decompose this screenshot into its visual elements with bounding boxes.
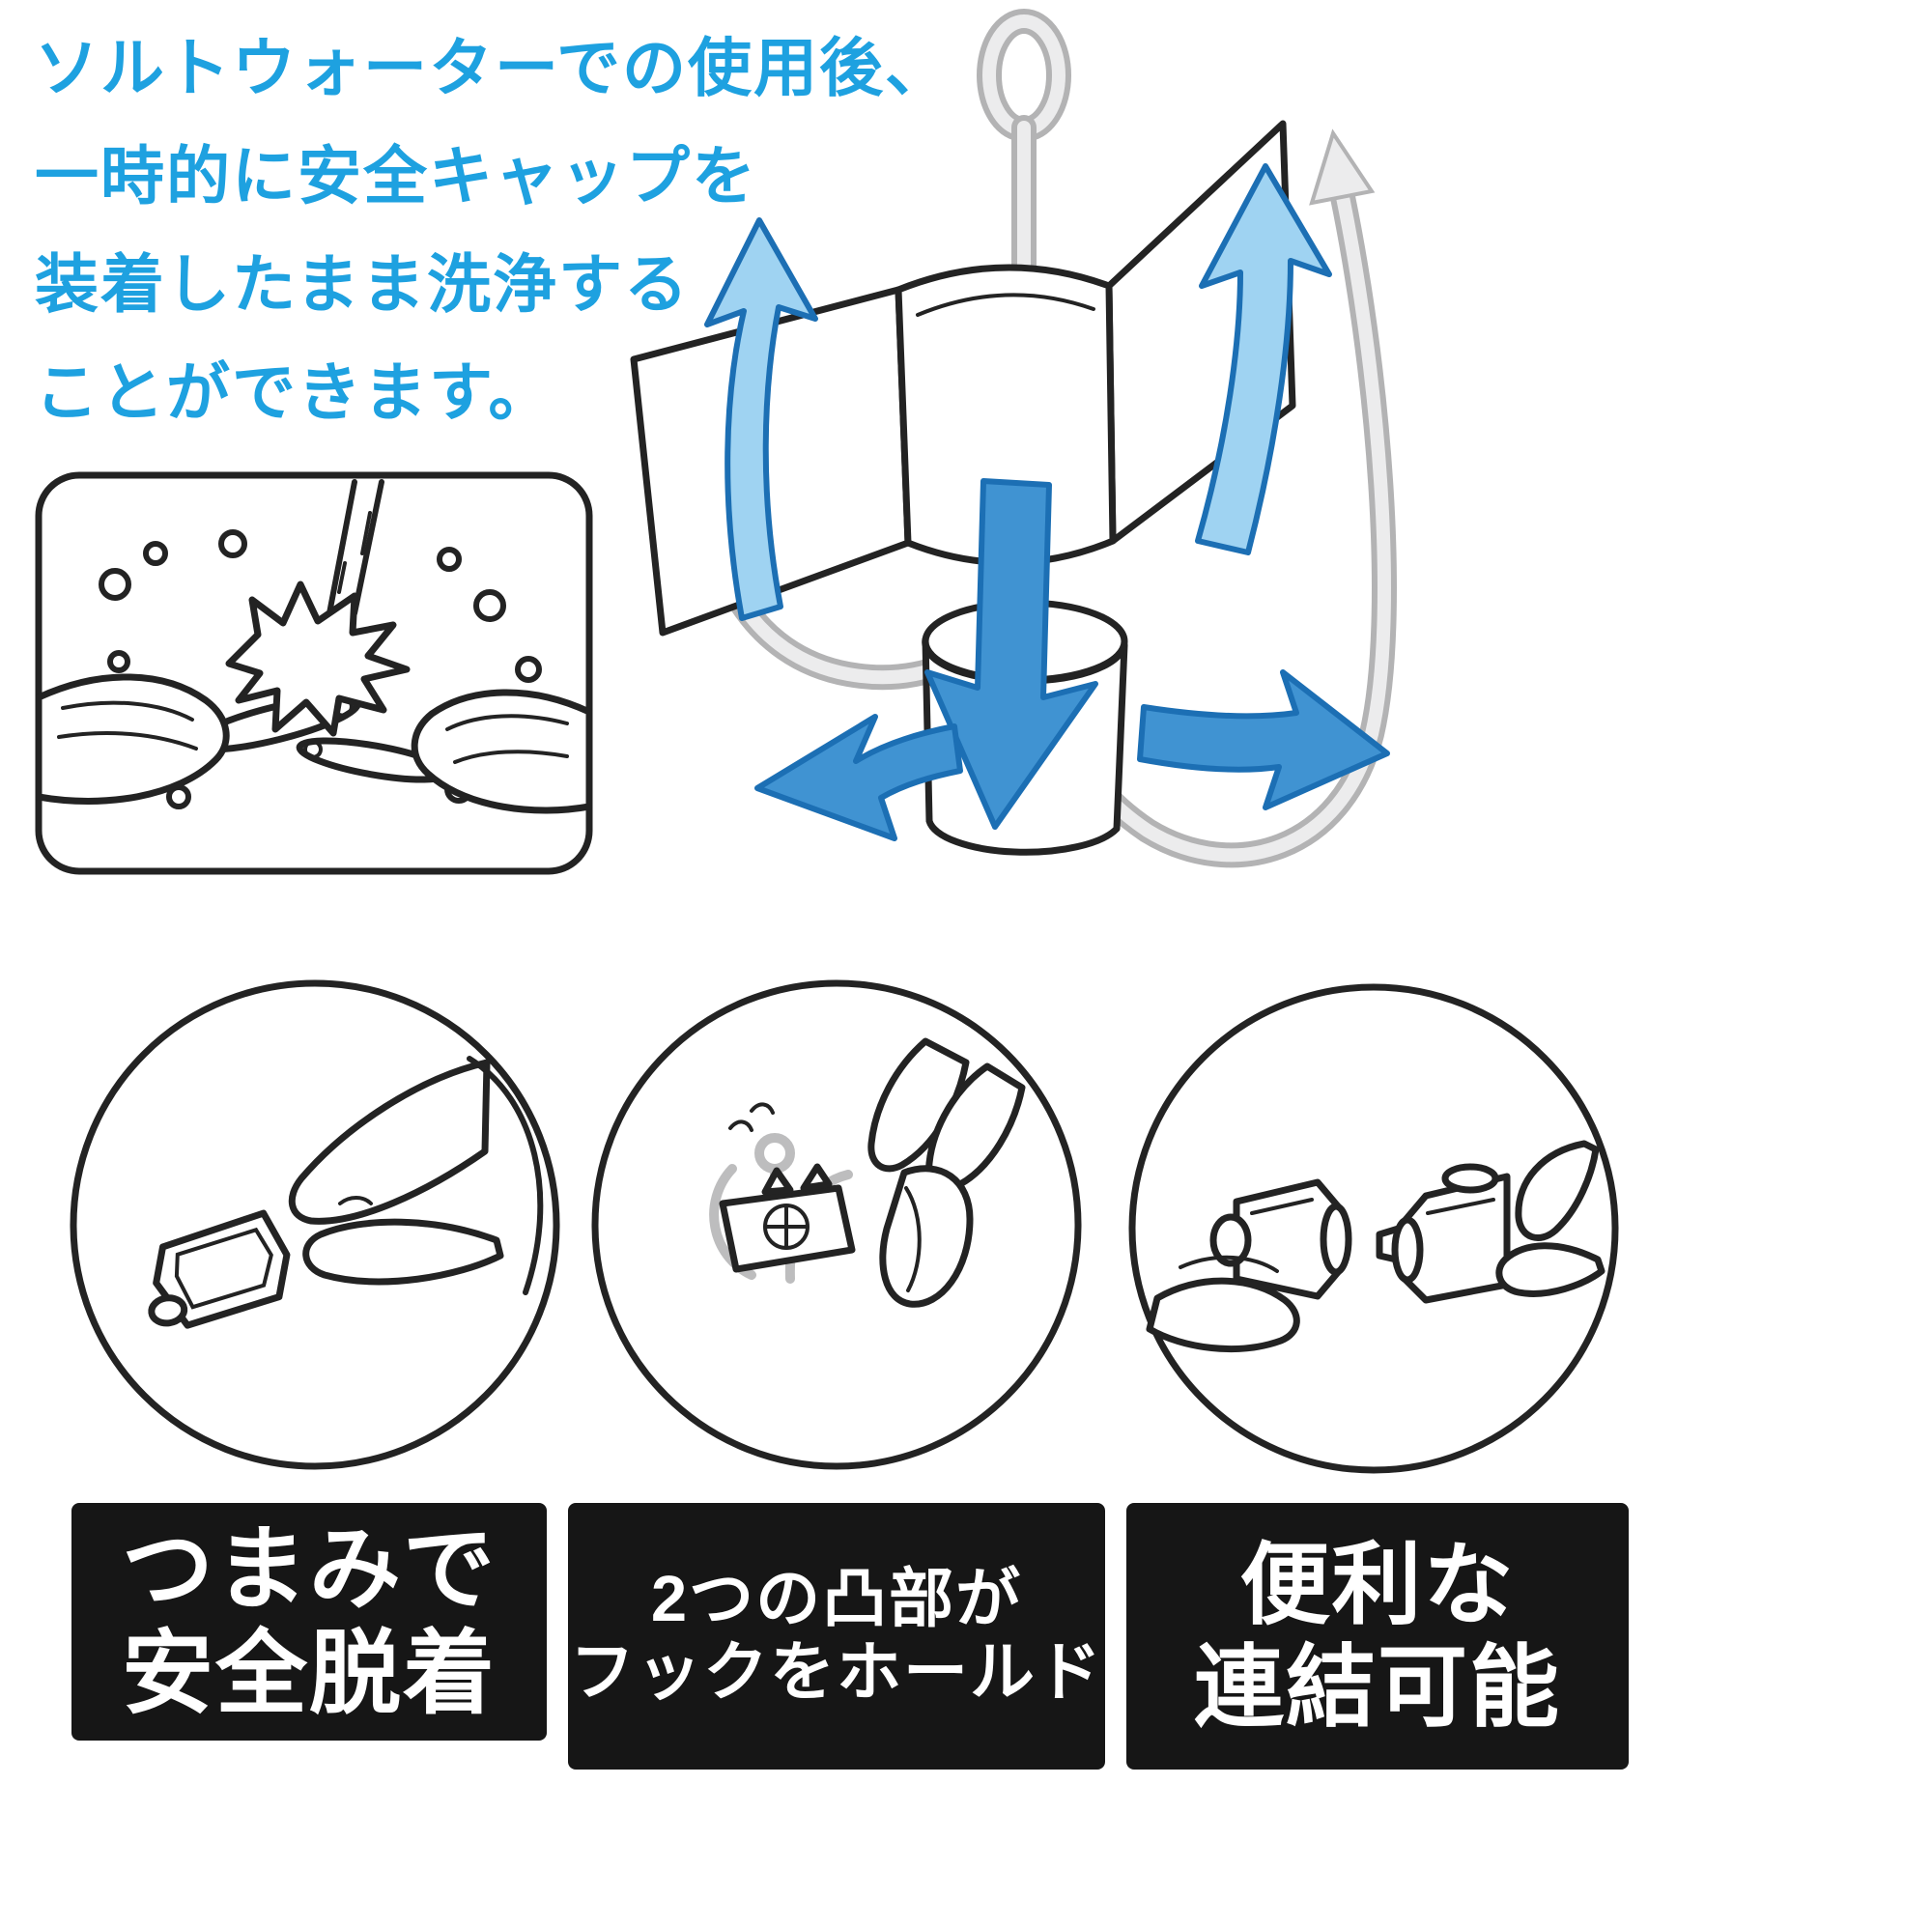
hook-point-right: [1309, 128, 1376, 206]
caption-link-caps: 便利な 連結可能: [1126, 1503, 1629, 1770]
left-hand: [35, 673, 230, 805]
intro-line-2: 一時的に安全キャップを: [35, 140, 757, 212]
caption-line: 安全脱着: [121, 1623, 497, 1725]
water-stream: [327, 479, 384, 616]
intro-line-1: ソルトウォーターでの使用後、: [35, 32, 952, 103]
right-hand: [411, 689, 593, 814]
right-hand-small: [1495, 1140, 1605, 1297]
cap-center-band: [895, 264, 1117, 566]
splash: [225, 581, 411, 737]
washing-lures-illustration: [35, 471, 593, 875]
pinch-cap-illustration: [70, 979, 560, 1470]
up-arrow-right: [1195, 163, 1332, 555]
down-arrow-center: [924, 478, 1098, 830]
holding-fingers: [867, 1037, 1026, 1308]
out-arrow-bottom-right: [1137, 669, 1390, 810]
caption-tabs-hold: 2つの凸部が フックをホールド: [568, 1503, 1105, 1770]
soft-lure: [879, 1165, 974, 1308]
left-hand-small: [1146, 1255, 1300, 1352]
hook-cap-waterflow-illustration: [630, 9, 1397, 868]
intro-text: ソルトウォーターでの使用後、 一時的に安全キャップを 装着したまま洗浄する こと…: [35, 14, 951, 446]
caption-line: 便利な: [1239, 1534, 1516, 1635]
tabs-hold-hook-illustration: [591, 979, 1082, 1470]
caption-line: つまみで: [121, 1517, 497, 1621]
feature-circle-1: [70, 979, 560, 1470]
safety-cap-small: [148, 1209, 291, 1329]
caption-line: 連結可能: [1194, 1637, 1561, 1738]
caption-line: フックをホールド: [570, 1636, 1103, 1709]
intro-line-3: 装着したまま洗浄する: [35, 248, 691, 320]
caption-line: 2つの凸部が: [650, 1562, 1023, 1635]
water-flow-arrows: [704, 163, 1390, 841]
intro-line-4: ことができます。: [35, 356, 554, 428]
out-arrow-bottom-left: [754, 714, 963, 841]
hook-in-cap: [709, 1102, 856, 1284]
caps-link-illustration: [1128, 983, 1619, 1474]
caption-pinch-detach: つまみで 安全脱着: [71, 1503, 547, 1741]
pinching-fingers: [288, 1056, 544, 1295]
up-arrow-left: [704, 217, 818, 621]
left-cap: [1209, 1178, 1352, 1300]
